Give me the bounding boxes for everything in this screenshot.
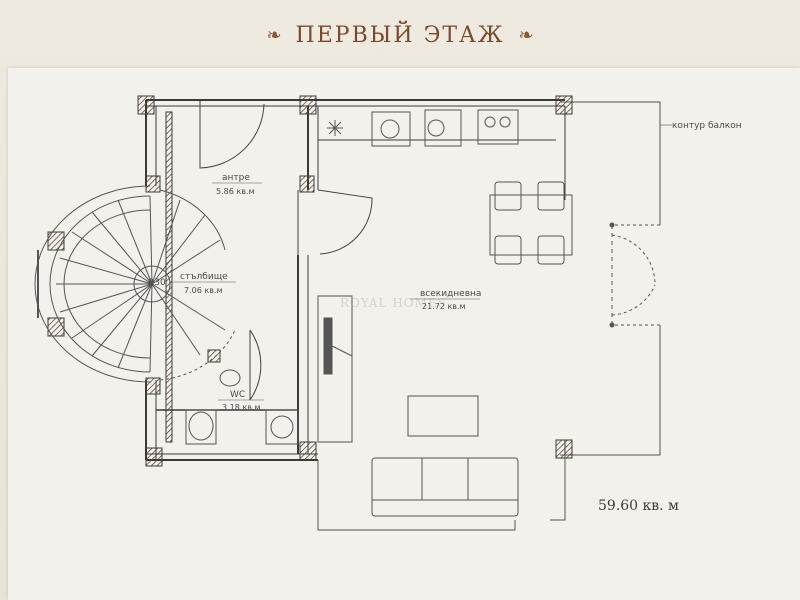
column (145, 175, 161, 193)
ornament-right-icon: ❧ (518, 24, 534, 46)
room-labels: антре 5.86 кв.м стълбище 7.06 кв.м WC 3.… (170, 121, 742, 412)
room-name-antre: антре (222, 173, 250, 183)
columns (47, 95, 573, 467)
room-name-living: всекидневна (420, 289, 481, 299)
doors (199, 100, 373, 401)
ornament-left-icon: ❧ (266, 24, 282, 46)
floor-plan-sheet (8, 68, 800, 600)
room-area-wc: 3.18 кв.м (222, 403, 260, 412)
column (137, 95, 155, 115)
room-area-living: 21.72 кв.м (422, 302, 466, 311)
column (145, 447, 163, 467)
column (145, 377, 161, 395)
room-area-stairs: 7.06 кв.м (184, 286, 222, 295)
room-name-stairs: стълбище (180, 272, 228, 282)
tv-unit (317, 295, 353, 443)
column (555, 95, 573, 115)
room-area-antre: 5.86 кв.м (216, 187, 254, 196)
balcony-contour (317, 101, 661, 531)
column (299, 175, 315, 193)
column (555, 439, 573, 459)
dining-table (489, 181, 573, 265)
room-name-wc: WC (230, 390, 245, 400)
column (299, 441, 317, 461)
balcony-label: контур балкон (672, 121, 742, 131)
spiral-staircase (34, 185, 236, 383)
watermark: ROYAL HOMES (340, 296, 447, 310)
stair-radius-label: R30 (148, 278, 166, 288)
page-title: ПЕРВЫЙ ЭТАЖ (295, 22, 505, 48)
wc-fixtures (185, 369, 299, 445)
living-furniture (371, 395, 519, 517)
total-area: 59.60 кв. м (598, 498, 679, 514)
column (207, 349, 221, 363)
kitchen-counter (327, 109, 519, 147)
header: ❧ ПЕРВЫЙ ЭТАЖ ❧ (0, 10, 800, 60)
column (299, 95, 317, 115)
